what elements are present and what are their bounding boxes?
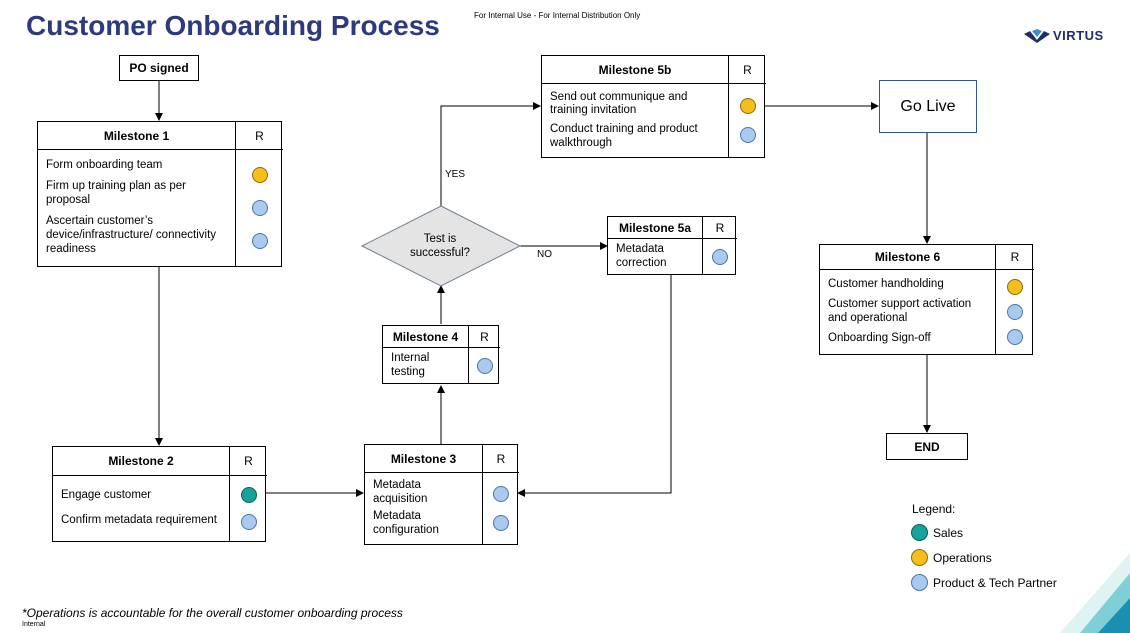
r-column-header: R <box>468 326 500 348</box>
end-label: END <box>914 439 940 454</box>
sales-legend-marker <box>911 524 928 541</box>
r-column-header: R <box>482 445 519 473</box>
legend-item-product-tech: Product & Tech Partner <box>911 574 1057 591</box>
legend-label: Operations <box>933 550 992 565</box>
product-tech-marker <box>493 486 509 502</box>
task-text: Metadata acquisition <box>373 478 428 505</box>
product-tech-marker <box>240 514 257 530</box>
decision-diamond <box>360 205 522 287</box>
task-text: Metadata configuration <box>373 510 439 537</box>
product-tech-marker <box>1007 304 1023 320</box>
go-live-node: Go Live <box>879 80 977 133</box>
task-text: Firm up training plan as per proposal <box>46 180 186 207</box>
product-tech-legend-marker <box>911 574 928 591</box>
decision-label: Test is successful? <box>409 233 471 259</box>
yes-label: YES <box>445 169 466 180</box>
product-tech-marker <box>251 200 268 216</box>
task-text: Send out communique and training invitat… <box>550 90 688 117</box>
task-text: Conduct training and product walkthrough <box>550 122 698 149</box>
product-tech-marker <box>493 515 509 531</box>
milestone-title: Milestone 3 <box>365 445 482 473</box>
distribution-notice: For Internal Use - For Internal Distribu… <box>474 11 641 20</box>
arrow-m5a-to-m3 <box>517 275 672 497</box>
page-title: Customer Onboarding Process <box>26 10 440 41</box>
milestone-4-box: Milestone 4 R Internal testing <box>382 325 500 384</box>
r-column-header: R <box>728 56 766 84</box>
milestone-5a-box: Milestone 5a R Metadata correction <box>607 216 737 275</box>
task-text: Customer handholding <box>828 278 944 291</box>
product-tech-marker <box>712 248 728 265</box>
operations-marker <box>251 167 268 183</box>
r-column-header: R <box>229 447 267 476</box>
task-text: Internal testing <box>391 351 430 378</box>
task-text: Engage customer <box>61 489 152 502</box>
legend-title: Legend: <box>912 502 956 516</box>
product-tech-marker <box>251 233 268 249</box>
arrow-decision-yes <box>440 102 541 206</box>
r-column-header: R <box>235 122 283 150</box>
legend-item-operations: Operations <box>911 549 992 566</box>
footnote: *Operations is accountable for the overa… <box>22 606 403 620</box>
operations-marker <box>739 97 756 114</box>
task-text: Customer support activation and operatio… <box>828 298 972 324</box>
milestone-title: Milestone 5b <box>542 56 728 84</box>
task-text: Metadata correction <box>616 242 667 269</box>
r-column-header: R <box>995 245 1034 270</box>
logo-mark-icon <box>1024 28 1050 43</box>
po-signed-node: PO signed <box>119 55 199 81</box>
milestone-title: Milestone 4 <box>383 326 468 348</box>
end-node: END <box>886 433 968 460</box>
r-column-header: R <box>702 217 737 239</box>
milestone-1-box: Milestone 1 R Form onboarding team Firm … <box>37 121 283 267</box>
milestone-2-box: Milestone 2 R Engage customer Confirm me… <box>52 446 267 542</box>
operations-marker <box>1007 279 1023 295</box>
milestone-title: Milestone 5a <box>608 217 702 239</box>
po-signed-label: PO signed <box>129 61 189 75</box>
milestone-5b-box: Milestone 5b R Send out communique and t… <box>541 55 766 158</box>
logo-text: VIRTUS <box>1053 28 1104 43</box>
milestone-title: Milestone 1 <box>38 122 235 150</box>
task-text: Form onboarding team <box>46 159 163 172</box>
product-tech-marker <box>739 127 756 144</box>
legend-label: Product & Tech Partner <box>933 575 1057 590</box>
task-text: Confirm metadata requirement <box>61 514 217 527</box>
legend-label: Sales <box>933 525 964 540</box>
milestone-3-box: Milestone 3 R Metadata acquisition Metad… <box>364 444 519 545</box>
milestone-title: Milestone 6 <box>820 245 995 270</box>
no-label: NO <box>537 249 552 260</box>
milestone-title: Milestone 2 <box>53 447 229 476</box>
legend-item-sales: Sales <box>911 524 963 541</box>
product-tech-marker <box>476 357 493 374</box>
operations-legend-marker <box>911 549 928 566</box>
milestone-6-box: Milestone 6 R Customer handholding Custo… <box>819 244 1034 355</box>
classification-label: Internal <box>22 621 46 628</box>
task-text: Ascertain customer’s device/infrastructu… <box>46 215 217 255</box>
task-text: Onboarding Sign-off <box>828 332 931 344</box>
company-logo: VIRTUS <box>1024 28 1104 43</box>
sales-marker <box>240 487 257 503</box>
corner-decoration <box>1060 553 1130 633</box>
product-tech-marker <box>1007 329 1023 345</box>
